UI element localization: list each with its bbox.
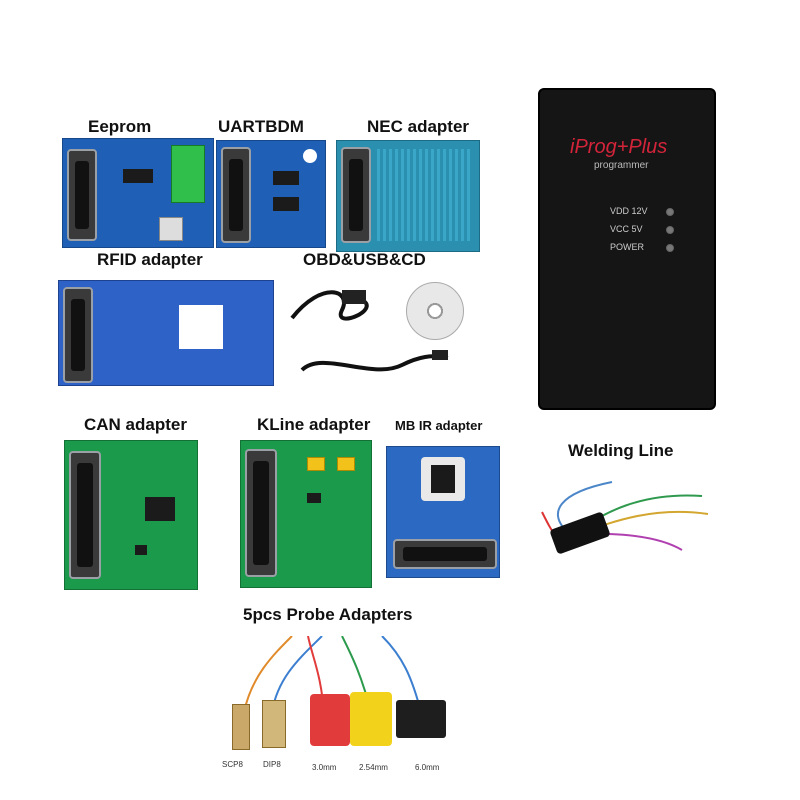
db25-connector (67, 149, 97, 241)
cd-disc (406, 282, 464, 340)
probe-dip8 (262, 700, 286, 748)
uartbdm-adapter (216, 140, 326, 248)
probe-label-254mm: 2.54mm (359, 763, 388, 772)
led-label-power: POWER (610, 242, 645, 252)
probe-6mm (396, 700, 446, 738)
db25-connector (393, 539, 497, 569)
eeprom-adapter (62, 138, 214, 248)
eeprom-label: Eeprom (88, 117, 152, 136)
probe-label-6mm: 6.0mm (415, 763, 440, 772)
db25-connector (341, 147, 371, 243)
mb-ir-adapter (386, 446, 500, 578)
db25-connector (221, 147, 251, 243)
probe-3mm (310, 694, 350, 746)
can-adapter (64, 440, 198, 590)
rfid-label: RFID adapter (97, 250, 203, 269)
uartbdm-label: UARTBDM (218, 117, 304, 136)
obd-label: OBD&USB&CD (303, 250, 426, 269)
kline-label: KLine adapter (257, 415, 371, 434)
kline-adapter (240, 440, 372, 588)
rfid-adapter (58, 280, 274, 386)
welding-line-cable (541, 481, 709, 554)
db25-connector (69, 451, 101, 579)
probe-label-3mm: 3.0mm (312, 763, 337, 772)
probe-254mm (350, 692, 392, 746)
zif-socket (171, 145, 205, 203)
device-brand: iProg+Plus (570, 136, 668, 158)
probes-label: 5pcs Probe Adapters (243, 605, 413, 624)
db25-connector (63, 287, 93, 383)
led-indicator (666, 208, 674, 216)
iprog-programmer: iProg+Plus programmer VDD 12V VCC 5V POW… (538, 88, 716, 410)
nec-adapter (336, 140, 480, 252)
probe-label-dip8: DIP8 (263, 760, 281, 769)
welding-label: Welding Line (568, 441, 674, 460)
led-indicator (666, 244, 674, 252)
probe-scp8 (232, 704, 250, 750)
nec-label: NEC adapter (367, 117, 470, 136)
obd-usb-cables (290, 290, 449, 372)
led-label-vcc: VCC 5V (610, 224, 643, 234)
mb-ir-label: MB IR adapter (395, 418, 483, 433)
device-subtitle: programmer (594, 160, 649, 171)
led-indicator (666, 226, 674, 234)
probe-label-scp8: SCP8 (222, 760, 243, 769)
can-label: CAN adapter (84, 415, 187, 434)
led-label-vdd: VDD 12V (610, 206, 648, 216)
db25-connector (245, 449, 277, 577)
